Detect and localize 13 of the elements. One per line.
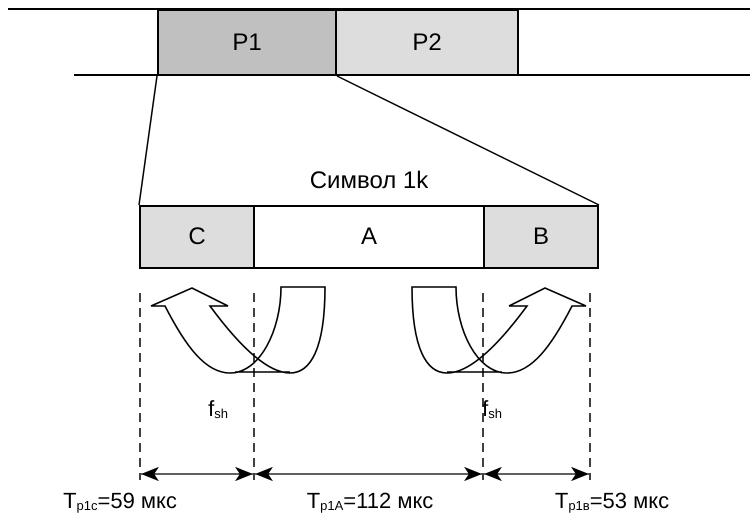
segment-box: P2 <box>335 9 519 76</box>
zoom-line <box>336 75 600 206</box>
frequency-label: f$_{sh}$ <box>208 398 228 420</box>
symbol-heading: Символ 1k <box>310 167 428 195</box>
segment-box: B <box>483 205 599 269</box>
segment-box: C <box>139 205 255 269</box>
duration-label: T$_{p1c}$=59 мкс <box>63 490 177 512</box>
frequency-label: f$_{sh}$ <box>482 398 502 420</box>
segment-box: P1 <box>157 9 337 76</box>
zoom-line <box>138 76 158 206</box>
segment-box: A <box>253 205 485 269</box>
duration-label: T$_{p1A}$=112 мкс <box>306 490 434 512</box>
duration-label: T$_{p1в}$=53 мкс <box>554 490 670 512</box>
